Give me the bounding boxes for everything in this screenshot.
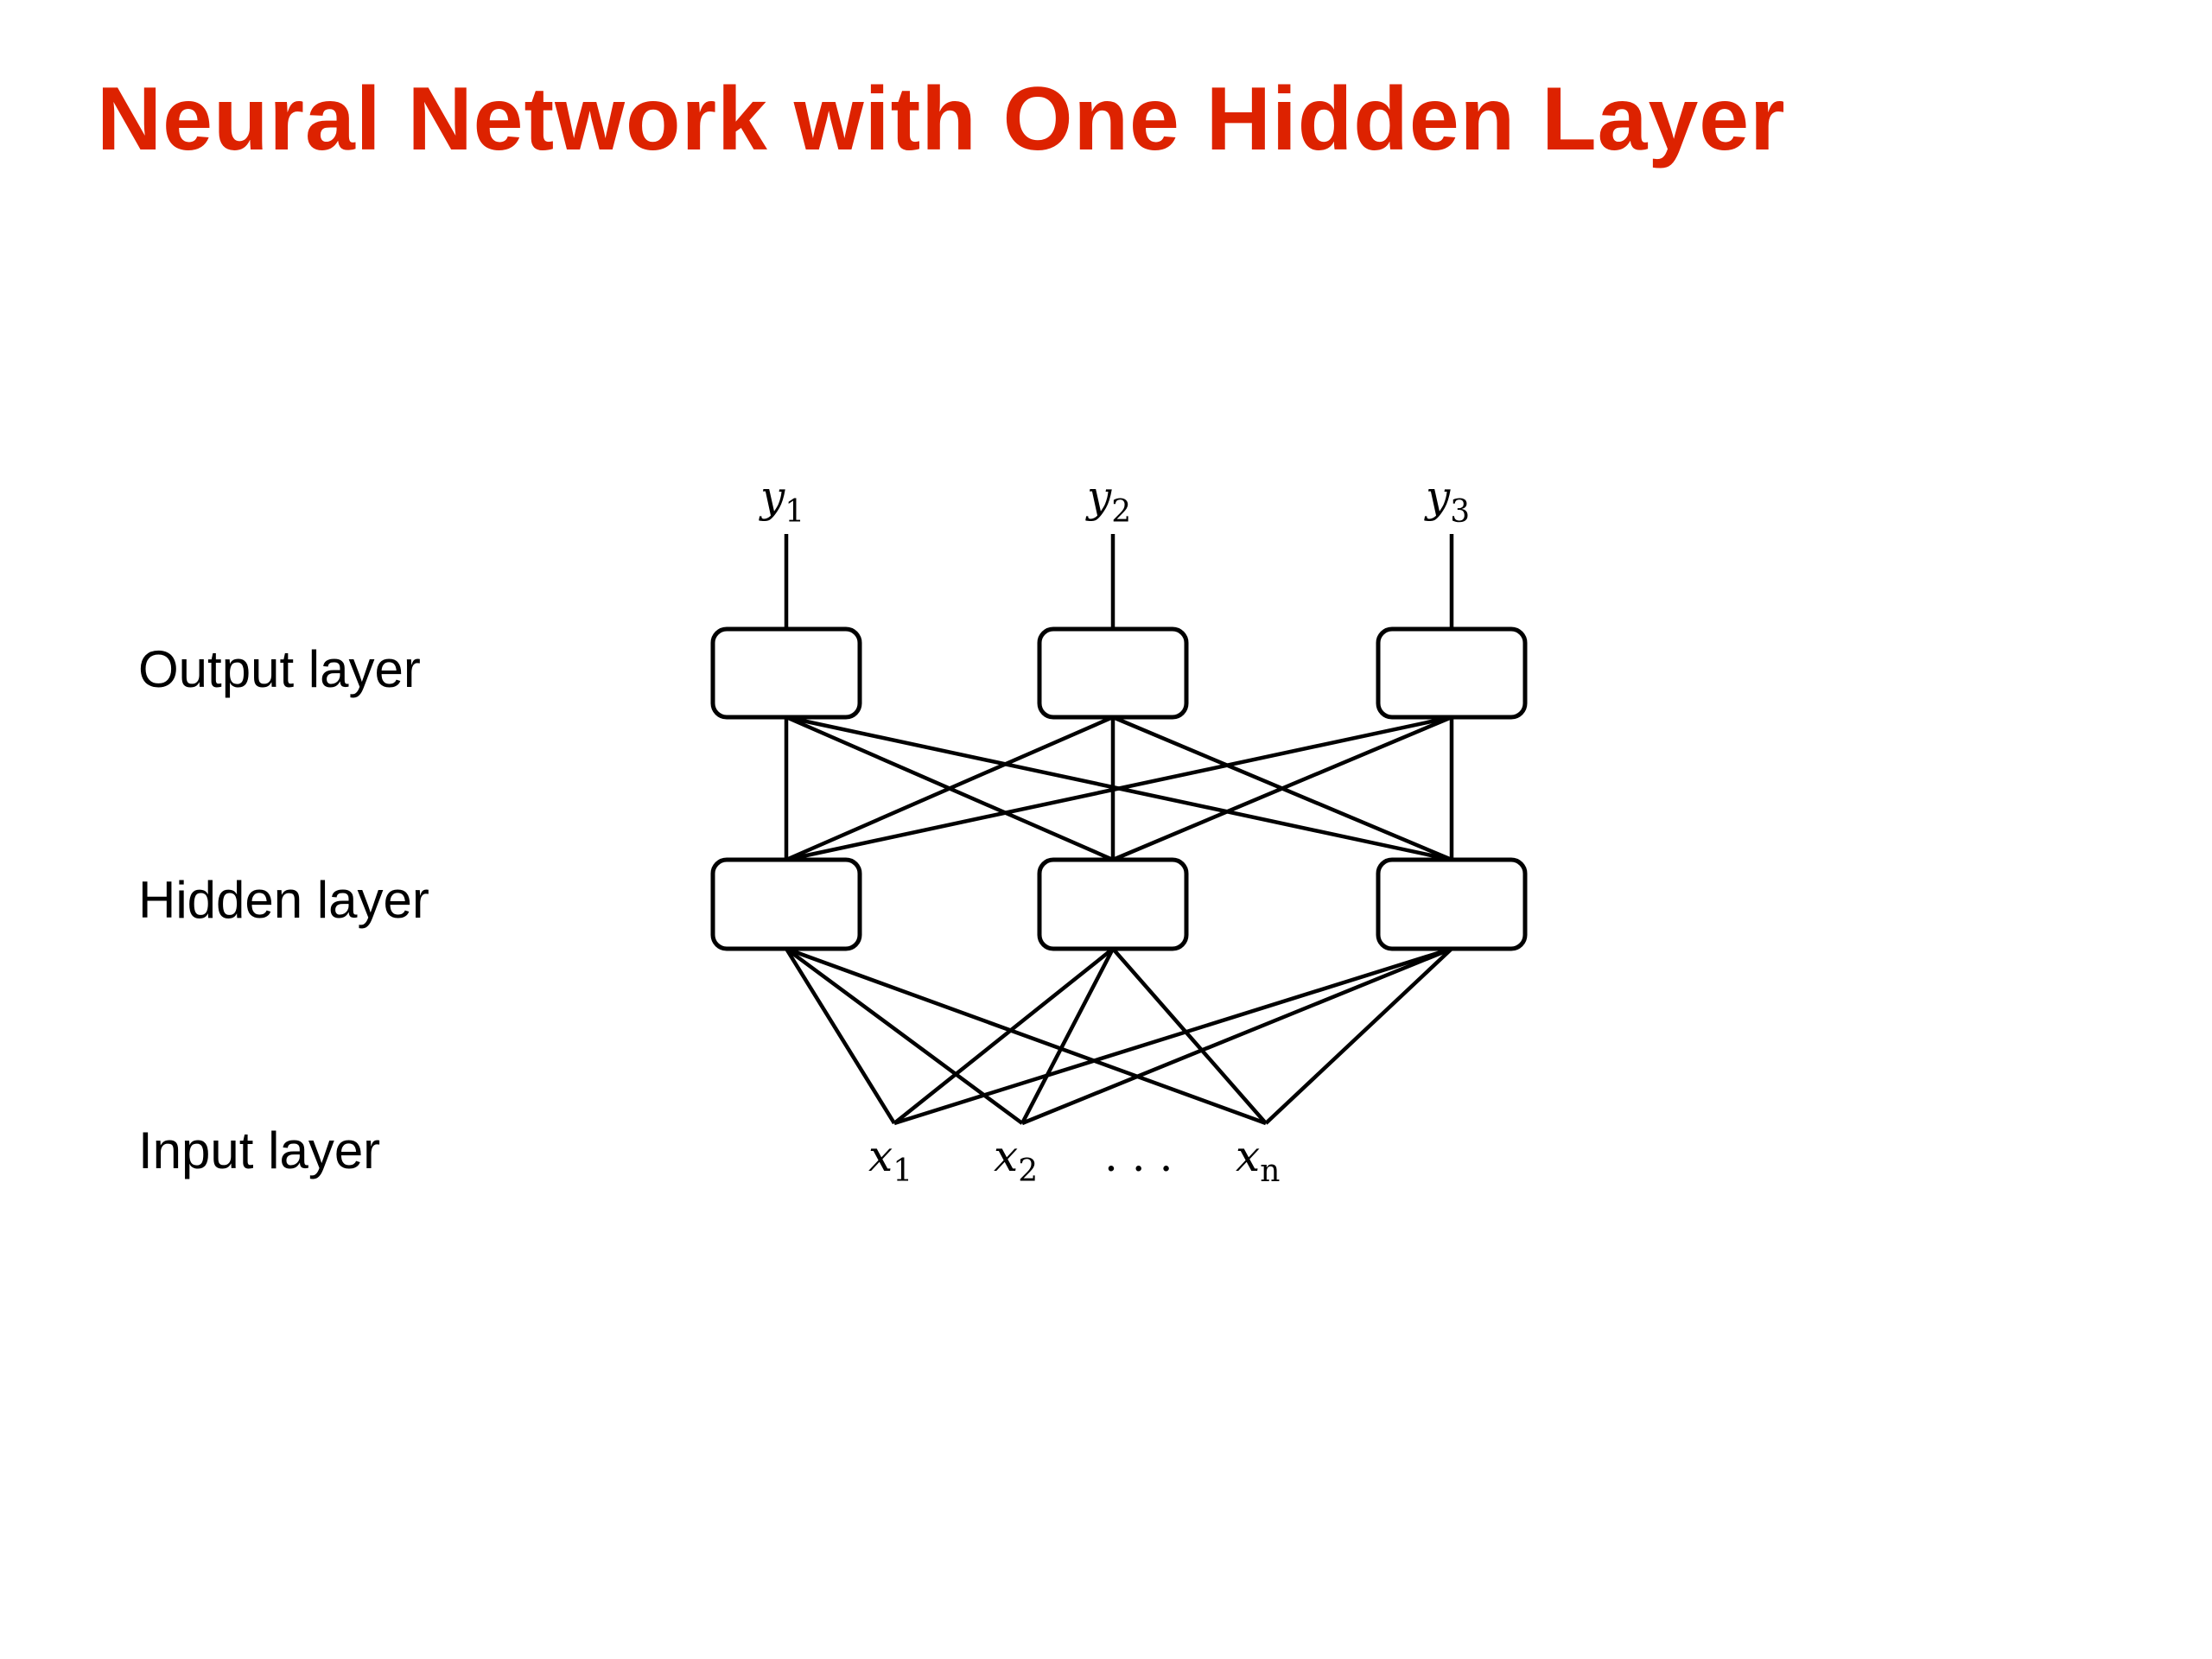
edge-h3-o1: [785, 715, 1452, 862]
edge-xn-h1: [785, 946, 1267, 1126]
input-label-x2: x2: [994, 1131, 1038, 1189]
output-layer-label: Output layer: [138, 640, 421, 698]
output-node-3: [1376, 626, 1528, 720]
edge-h3-o2: [1112, 715, 1452, 862]
edge-x1-h3: [893, 946, 1452, 1126]
input-hidden-edges: [785, 946, 1453, 1126]
output-label-y2: y2: [1085, 472, 1131, 530]
hidden-node-2: [1037, 857, 1189, 951]
output-node-2: [1037, 626, 1189, 720]
input-ellipsis: . . .: [1104, 1131, 1173, 1181]
output-label-y1: y1: [759, 472, 804, 530]
edge-x1-h1: [785, 947, 896, 1125]
edge-x2-h3: [1021, 946, 1452, 1126]
slide-title: Neural Network with One Hidden Layer: [97, 69, 1786, 169]
input-layer-label: Input layer: [138, 1122, 380, 1179]
input-label-xn: xn: [1236, 1131, 1280, 1189]
edge-x2-h2: [1020, 947, 1115, 1125]
output-layer-nodes: [710, 626, 1528, 720]
hidden-node-3: [1376, 857, 1528, 951]
hidden-layer-label: Hidden layer: [138, 871, 429, 929]
hidden-output-edges: [784, 715, 1454, 862]
edge-x2-h1: [785, 947, 1024, 1125]
edge-xn-h2: [1111, 947, 1268, 1125]
edge-h2-o1: [785, 715, 1114, 862]
edge-xn-h3: [1264, 947, 1453, 1125]
output-node-1: [710, 626, 862, 720]
hidden-node-1: [710, 857, 862, 951]
output-label-y3: y3: [1424, 472, 1470, 530]
edge-x1-h2: [893, 947, 1115, 1125]
output-lines: [784, 534, 1454, 629]
input-label-x1: x1: [868, 1131, 912, 1189]
hidden-layer-nodes: [710, 857, 1528, 951]
